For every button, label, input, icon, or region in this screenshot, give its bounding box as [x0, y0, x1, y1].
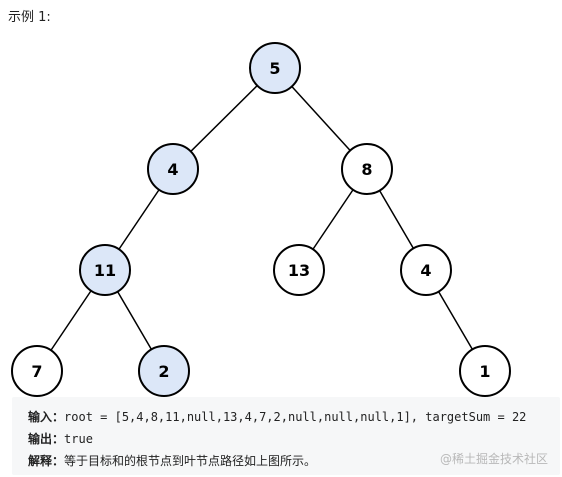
tree-node-n4a: 4 [147, 143, 199, 195]
tree-node-label: 1 [479, 362, 490, 381]
tree-edge-n11-n7 [50, 290, 92, 351]
tree-node-n5: 5 [249, 42, 301, 94]
example-panel: 输入：root = [5,4,8,11,null,13,4,7,2,null,n… [12, 397, 560, 475]
explanation-line: 解释：等于目标和的根节点到叶节点路径如上图所示。 [28, 452, 316, 469]
tree-edge-n4b-n1 [437, 291, 474, 350]
output-value: true [64, 432, 93, 446]
tree-node-label: 13 [288, 261, 310, 280]
tree-edge-n5-n4a [190, 85, 258, 152]
input-value: root = [5,4,8,11,null,13,4,7,2,null,null… [64, 410, 527, 424]
tree-node-label: 4 [167, 160, 178, 179]
tree-node-circle [341, 143, 393, 195]
tree-edge-n8-n4b [378, 190, 415, 249]
input-line: 输入：root = [5,4,8,11,null,13,4,7,2,null,n… [28, 408, 526, 425]
tree-node-n11: 11 [79, 244, 131, 296]
tree-node-label: 7 [31, 362, 42, 381]
tree-node-label: 11 [94, 261, 116, 280]
example-title: 示例 1: [8, 10, 51, 25]
tree-node-label: 8 [361, 160, 372, 179]
tree-node-label: 2 [158, 362, 169, 381]
tree-edge-n4a-n11 [118, 189, 160, 250]
tree-node-label: 5 [269, 59, 280, 78]
tree-edge-n11-n2 [116, 291, 153, 350]
explanation-label: 解释： [28, 454, 65, 468]
output-label: 输出： [28, 432, 65, 446]
binary-tree-diagram: 5 4 8 11 13 4 7 2 1 [11, 42, 511, 397]
tree-edge-n5-n8 [291, 85, 351, 152]
input-label: 输入： [28, 410, 65, 424]
output-line: 输出：true [28, 430, 93, 447]
tree-node-n8: 8 [341, 143, 393, 195]
tree-node-n1: 1 [459, 345, 511, 397]
tree-node-circle [273, 244, 325, 296]
tree-edge-n8-n13 [312, 189, 354, 250]
tree-node-circle [79, 244, 131, 296]
tree-node-label: 4 [420, 261, 431, 280]
tree-node-circle [249, 42, 301, 94]
tree-node-circle [459, 345, 511, 397]
tree-node-circle [11, 345, 63, 397]
tree-node-n4b: 4 [400, 244, 452, 296]
tree-node-circle [400, 244, 452, 296]
tree-node-circle [138, 345, 190, 397]
tree-node-circle [147, 143, 199, 195]
tree-node-n13: 13 [273, 244, 325, 296]
explanation-value: 等于目标和的根节点到叶节点路径如上图所示。 [64, 454, 317, 468]
tree-node-n2: 2 [138, 345, 190, 397]
watermark: @稀土掘金技术社区 [439, 452, 548, 466]
tree-node-n7: 7 [11, 345, 63, 397]
